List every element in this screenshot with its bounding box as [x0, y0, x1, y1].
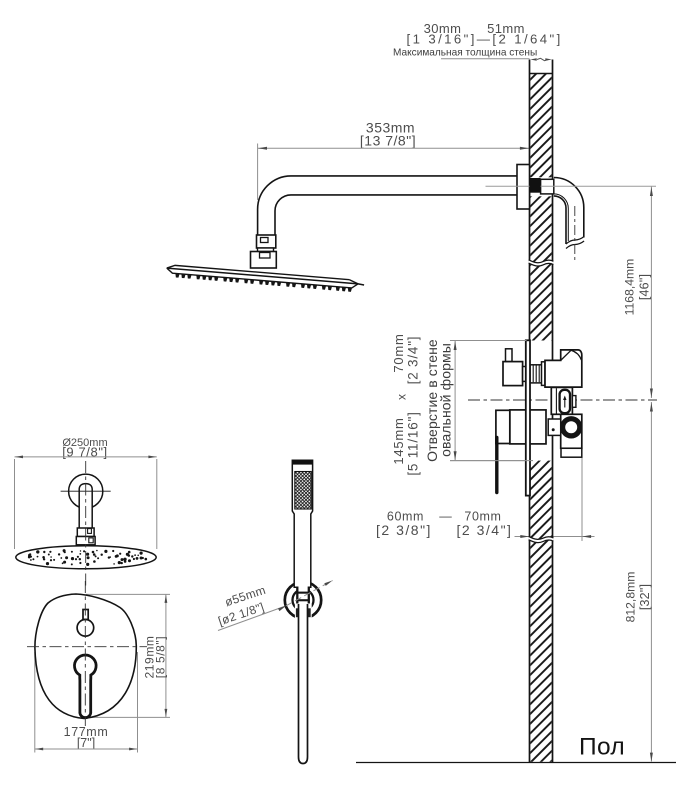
svg-text:[2 3/4"]: [2 3/4"] [406, 336, 421, 385]
svg-text:177mm: 177mm [64, 725, 109, 739]
svg-text:[13 7/8"]: [13 7/8"] [360, 132, 416, 148]
svg-text:x: x [395, 394, 409, 400]
svg-text:145mm: 145mm [391, 417, 406, 464]
svg-text:[32"]: [32"] [638, 584, 652, 610]
svg-text:[1 3/16"]—[2 1/64"]: [1 3/16"]—[2 1/64"] [407, 32, 563, 47]
svg-text:70mm: 70mm [391, 333, 406, 372]
svg-text:30mm: 30mm [424, 21, 462, 36]
svg-text:—: — [439, 509, 452, 523]
svg-text:1168,4mm: 1168,4mm [623, 259, 637, 316]
svg-text:Ø250mm: Ø250mm [62, 437, 107, 449]
svg-text:Пол: Пол [579, 734, 625, 761]
svg-text:[9 7/8"]: [9 7/8"] [62, 445, 108, 460]
svg-text:[2 3/8"]: [2 3/8"] [376, 522, 432, 538]
svg-text:[5 11/16"]: [5 11/16"] [406, 411, 421, 475]
svg-text:353mm: 353mm [366, 120, 415, 136]
svg-text:[2 3/4"]: [2 3/4"] [457, 522, 513, 538]
svg-text:51mm: 51mm [487, 21, 525, 36]
svg-text:812,8mm: 812,8mm [624, 572, 638, 623]
svg-text:219mm: 219mm [143, 635, 157, 678]
svg-text:Отверстие в стене: Отверстие в стене [424, 339, 440, 462]
svg-text:60mm: 60mm [387, 509, 424, 523]
svg-text:[8 5/8"]: [8 5/8"] [154, 636, 168, 678]
svg-text:Максимальная толщина стены: Максимальная толщина стены [393, 48, 537, 59]
svg-text:[46"]: [46"] [638, 274, 652, 300]
svg-text:[7"]: [7"] [77, 736, 95, 750]
svg-text:70mm: 70mm [464, 509, 501, 523]
svg-text:овальной формы: овальной формы [438, 343, 454, 457]
